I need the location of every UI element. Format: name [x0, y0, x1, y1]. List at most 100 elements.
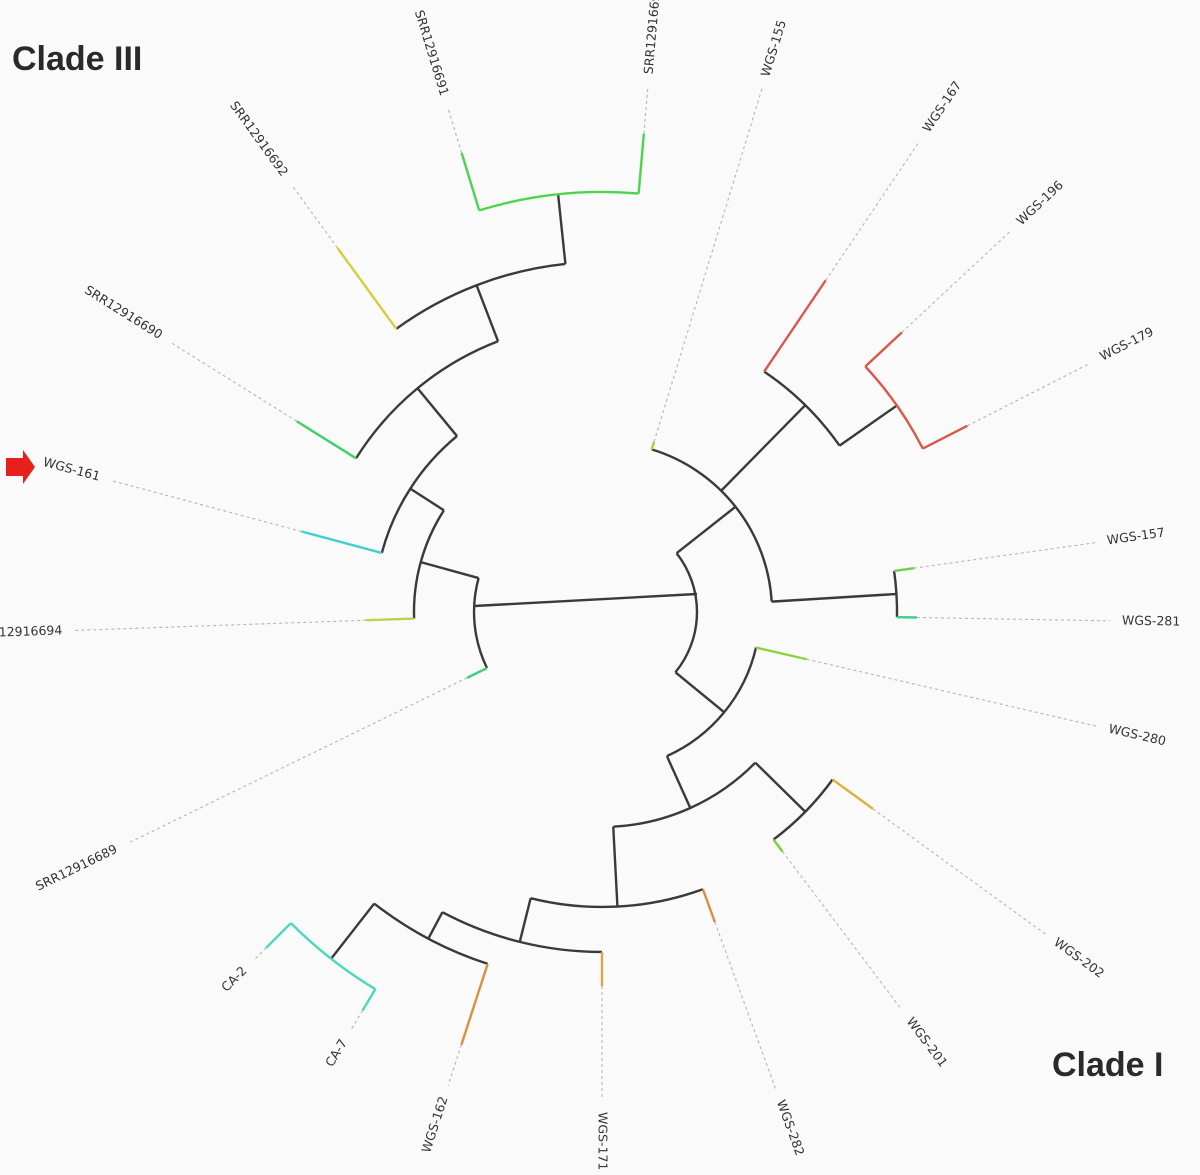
arc-n-162 — [373, 902, 489, 966]
branch-wgs-161 — [301, 530, 383, 555]
branch-n-202 — [754, 761, 807, 813]
leaf-label-wgs-280: WGS-280 — [1107, 721, 1167, 749]
branch-ca-7 — [361, 988, 377, 1012]
leaf-label-wgs-202: WGS-202 — [1051, 934, 1107, 980]
leader-wgs-179 — [967, 362, 1091, 427]
arc-n-clade-i — [613, 761, 757, 828]
leader-wgs-280 — [806, 658, 1098, 727]
arc-n-202 — [772, 778, 834, 841]
leader-wgs-202 — [872, 808, 1046, 935]
branch-srr12916692 — [336, 247, 398, 330]
arc-n-ca — [290, 922, 377, 991]
leaf-label-wgs-157: WGS-157 — [1106, 524, 1166, 547]
highlight-arrow-icon — [6, 450, 35, 484]
leaf-label-srr12916690: SRR12916690 — [82, 282, 165, 342]
leader-srr12916689 — [127, 677, 468, 844]
branch-wgs-162 — [460, 963, 489, 1046]
leaf-label-wgs-179: WGS-179 — [1097, 324, 1156, 364]
branch-wgs-202 — [831, 778, 874, 810]
branch-n-282 — [612, 826, 619, 907]
arc-n-left — [472, 577, 489, 669]
leaf-label-wgs-282: WGS-282 — [774, 1098, 808, 1158]
arc-n-lower — [666, 647, 758, 758]
branch-n-clade-i — [665, 755, 692, 809]
clade-i-label: Clade I — [1052, 1046, 1164, 1084]
leaf-label-wgs-201: WGS-201 — [904, 1014, 951, 1070]
clade-iii-label: Clade III — [12, 40, 143, 78]
arc-n-upper — [651, 448, 773, 602]
leader-lines — [74, 85, 1110, 1100]
branch-n-162 — [427, 911, 444, 940]
branch-n-red — [720, 404, 807, 492]
leader-wgs-201 — [782, 851, 903, 1011]
branch-wgs-167 — [763, 279, 827, 373]
arc-n-282 — [530, 888, 704, 909]
arc-n-690 — [355, 340, 499, 459]
arc-n-694 — [412, 509, 445, 619]
leaf-label-wgs-167: WGS-167 — [919, 78, 964, 135]
leaf-labels: WGS-155WGS-167WGS-196WGS-179WGS-157WGS-2… — [0, 0, 1180, 1170]
leaf-label-wgs-196: WGS-196 — [1013, 177, 1066, 228]
branch-srr12916689 — [466, 667, 488, 679]
branch-srr12916694 — [366, 617, 415, 622]
branch-n-691 — [556, 194, 567, 265]
leader-srr12916694 — [74, 619, 367, 631]
leaf-label-ca-7: CA-7 — [322, 1036, 350, 1069]
branch-n-red2 — [838, 404, 898, 447]
leader-wgs-161 — [111, 479, 302, 533]
leader-srr12916691 — [447, 106, 463, 154]
arc-n-161 — [380, 435, 458, 554]
leaf-label-srr12916693: SRR12916693 — [641, 0, 664, 75]
branch-wgs-282 — [701, 888, 716, 923]
tree-branches — [265, 133, 968, 1046]
leader-srr12916690 — [170, 342, 297, 422]
leader-wgs-155 — [653, 87, 763, 442]
branch-n-upper — [675, 505, 737, 555]
branch-wgs-155 — [650, 441, 656, 450]
leaf-label-wgs-171: WGS-171 — [596, 1112, 611, 1170]
branch-ca-2 — [265, 922, 292, 949]
arc-n-red — [763, 370, 841, 447]
leader-srr12916693 — [643, 85, 649, 134]
arc-n-691 — [478, 190, 639, 212]
branch-wgs-280 — [755, 646, 807, 661]
leader-wgs-167 — [825, 140, 921, 281]
leaf-label-wgs-281: WGS-281 — [1122, 613, 1181, 629]
leaf-label-ca-2: CA-2 — [218, 963, 249, 994]
leaf-label-srr12916689: SRR12916689 — [33, 841, 120, 893]
branch-n-171 — [518, 897, 532, 943]
leader-srr12916692 — [291, 184, 338, 249]
branch-n-694 — [420, 560, 479, 580]
leaf-label-wgs-162: WGS-162 — [418, 1094, 450, 1154]
leader-wgs-157 — [913, 542, 1096, 569]
branch-n-690 — [416, 387, 458, 437]
branch-n-ca — [330, 902, 376, 960]
leader-ca-7 — [350, 1010, 363, 1031]
arc-n-171 — [441, 911, 603, 954]
branch-n-161 — [409, 487, 445, 512]
leader-wgs-282 — [714, 921, 777, 1090]
branch-wgs-157 — [893, 566, 915, 573]
branch-n-lower — [674, 671, 725, 714]
leader-wgs-162 — [447, 1044, 462, 1086]
arc-n-red2 — [864, 365, 924, 450]
leader-wgs-196 — [901, 231, 1011, 333]
branch-srr12916690 — [296, 420, 357, 460]
root-branch — [473, 592, 698, 608]
branch-srr12916693 — [637, 133, 646, 194]
leaf-label-wgs-155: WGS-155 — [758, 18, 789, 78]
arc-n-692 — [395, 262, 566, 330]
branch-n-692 — [475, 284, 500, 342]
branch-wgs-179 — [922, 424, 968, 450]
arc-n-right — [674, 552, 699, 674]
leaf-label-wgs-161: WGS-161 — [42, 454, 102, 484]
leaf-label-srr12916691: SRR12916691 — [412, 8, 452, 97]
branch-wgs-201 — [772, 838, 784, 853]
leaf-label-srr12916692: SRR12916692 — [227, 98, 291, 179]
branch-wgs-196 — [864, 331, 903, 368]
leader-ca-2 — [253, 947, 267, 961]
branch-n-157 — [771, 592, 897, 603]
leaf-label-srr12916694: SRR12916694 — [0, 622, 63, 640]
